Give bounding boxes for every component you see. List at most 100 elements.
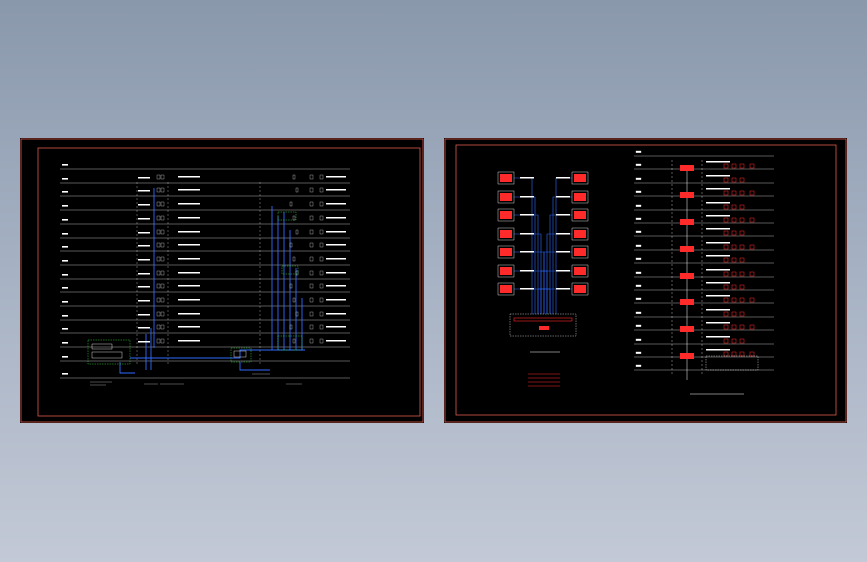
floor-tag xyxy=(62,164,68,166)
meter-box-frame xyxy=(571,264,589,278)
socket-label xyxy=(326,258,346,260)
socket-symbol xyxy=(739,230,745,236)
socket-symbol xyxy=(319,256,324,262)
floor-tag xyxy=(62,260,68,262)
breaker-label xyxy=(138,259,150,261)
breaker-label xyxy=(138,177,150,179)
meter-box-right xyxy=(574,285,586,293)
breaker-label xyxy=(138,327,150,329)
meter-box-left xyxy=(500,211,512,219)
socket-symbol xyxy=(749,351,755,357)
floor-tag xyxy=(635,338,642,341)
floor-tag xyxy=(635,297,642,300)
socket-symbol xyxy=(319,215,324,221)
floor-label xyxy=(706,175,730,177)
drawing-sheet-left[interactable] xyxy=(20,138,424,423)
socket-symbol xyxy=(319,242,324,248)
meter-boxes-left xyxy=(497,171,534,296)
meter-box-frame xyxy=(571,227,589,241)
floor-tag xyxy=(62,301,68,303)
meter-box-label xyxy=(520,196,534,198)
socket-symbol xyxy=(309,256,314,262)
socket-symbol xyxy=(731,351,737,357)
meter-symbol xyxy=(292,297,296,303)
meter-box-right xyxy=(574,248,586,256)
circuit-label xyxy=(178,189,200,191)
breaker-label xyxy=(138,190,150,192)
breaker-label xyxy=(138,245,150,247)
circuit-label xyxy=(178,340,200,342)
breaker-symbol xyxy=(156,215,161,221)
main-breaker xyxy=(539,326,549,330)
meter-box-label xyxy=(520,214,534,216)
breaker-symbols-column xyxy=(138,174,165,344)
breaker-symbol xyxy=(160,311,165,317)
socket-symbol xyxy=(319,283,324,289)
socket-symbol xyxy=(309,283,314,289)
socket-symbol xyxy=(731,244,737,250)
meter-symbol xyxy=(289,201,293,207)
meter-box-label xyxy=(520,270,534,272)
floor-label xyxy=(706,309,730,311)
socket-symbol xyxy=(319,338,324,344)
breaker-symbol xyxy=(160,256,165,262)
red-notes xyxy=(528,373,560,387)
meter-box-frame xyxy=(497,264,515,278)
socket-symbol xyxy=(309,174,314,180)
socket-symbol xyxy=(723,230,729,236)
socket-symbol xyxy=(309,229,314,235)
meter-box-frame xyxy=(571,208,589,222)
socket-symbol xyxy=(731,284,737,290)
meter-box-left xyxy=(500,267,512,275)
special-panel-frame xyxy=(705,355,759,371)
floor-tag xyxy=(62,191,68,193)
drawing-sheet-right[interactable] xyxy=(444,138,847,423)
floor-tag xyxy=(62,233,68,235)
socket-symbol xyxy=(731,177,737,183)
sheet-border-inner xyxy=(37,147,421,417)
meter-symbol xyxy=(289,283,293,289)
feeder-line xyxy=(555,177,572,314)
floor-sockets xyxy=(706,161,755,357)
socket-label xyxy=(326,299,346,301)
meter-box-frame xyxy=(497,208,515,222)
meter-box-label xyxy=(520,177,534,179)
socket-symbol xyxy=(749,297,755,303)
feeder-line xyxy=(514,214,539,314)
floor-panel xyxy=(680,299,694,305)
floor-tag xyxy=(62,178,68,180)
floor-panel xyxy=(680,192,694,198)
socket-label xyxy=(326,203,346,205)
meter-box-frame xyxy=(497,227,515,241)
breaker-label xyxy=(138,204,150,206)
floor-tag xyxy=(635,163,642,166)
breaker-label xyxy=(138,232,150,234)
socket-symbol xyxy=(739,217,745,223)
breaker-symbol xyxy=(160,229,165,235)
floor-tag xyxy=(635,230,642,233)
socket-symbol xyxy=(723,351,729,357)
socket-symbol xyxy=(723,204,729,210)
socket-symbol xyxy=(319,324,324,330)
meter-symbol xyxy=(289,324,293,330)
socket-symbol xyxy=(723,190,729,196)
socket-symbol xyxy=(749,190,755,196)
breaker-label xyxy=(138,218,150,220)
socket-symbol xyxy=(319,229,324,235)
socket-symbol xyxy=(739,257,745,263)
feeder-line xyxy=(514,177,533,314)
meter-box-left xyxy=(500,248,512,256)
breaker-symbol xyxy=(160,283,165,289)
meter-box-label xyxy=(556,214,570,216)
floor-label xyxy=(706,282,730,284)
breaker-symbol xyxy=(160,270,165,276)
meter-box-label xyxy=(556,196,570,198)
socket-label xyxy=(326,285,346,287)
circuit-label xyxy=(178,285,200,287)
socket-symbol xyxy=(319,270,324,276)
main-panel-frame xyxy=(509,313,577,337)
meter-symbol xyxy=(295,229,299,235)
circuit-label xyxy=(178,326,200,328)
meter-box-label xyxy=(556,288,570,290)
legend-lines xyxy=(90,373,302,386)
